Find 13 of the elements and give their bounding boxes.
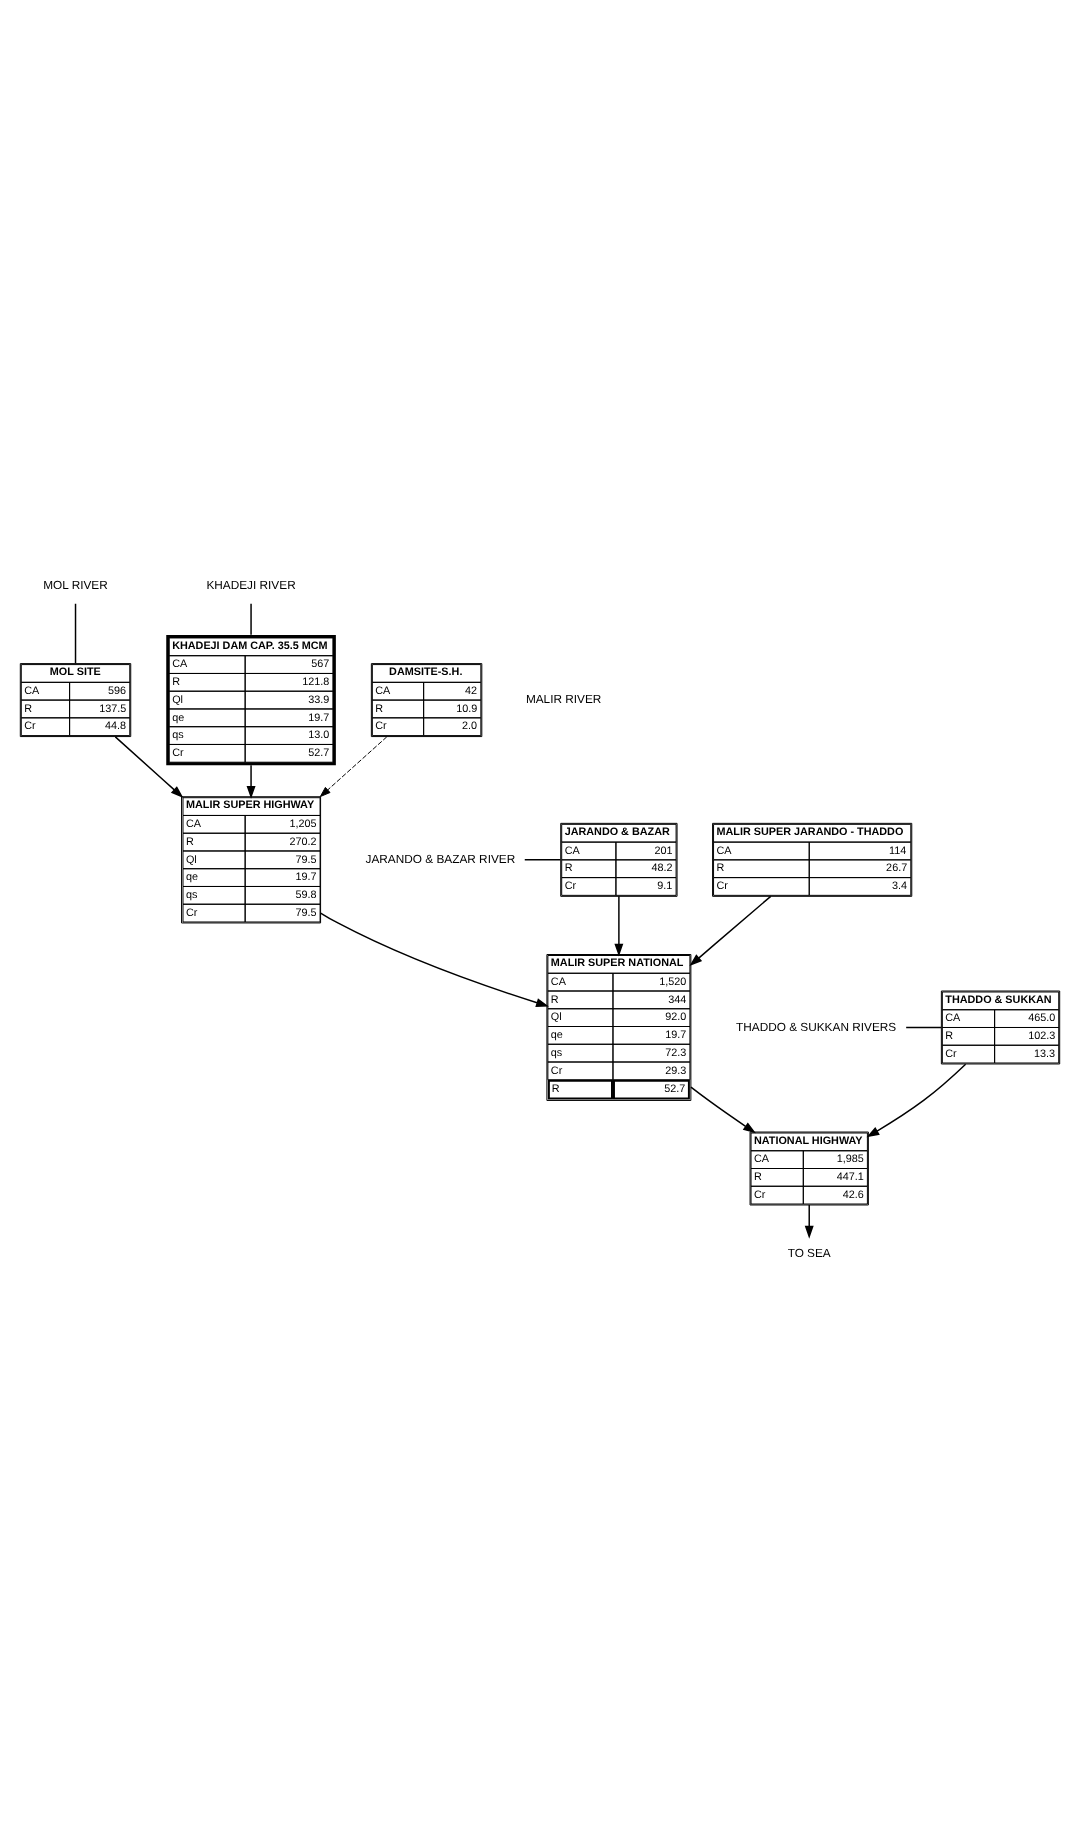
arrow	[689, 894, 772, 966]
connector	[524, 858, 562, 860]
arrow	[114, 735, 184, 798]
connector	[74, 602, 77, 663]
arrow	[319, 911, 549, 1006]
arrow	[246, 763, 256, 798]
arrow	[319, 735, 388, 797]
connector	[905, 1025, 942, 1028]
connector	[250, 602, 252, 635]
arrow	[804, 1203, 814, 1238]
arrow	[690, 1085, 756, 1133]
arrow	[614, 894, 624, 956]
arrow	[866, 1062, 967, 1137]
